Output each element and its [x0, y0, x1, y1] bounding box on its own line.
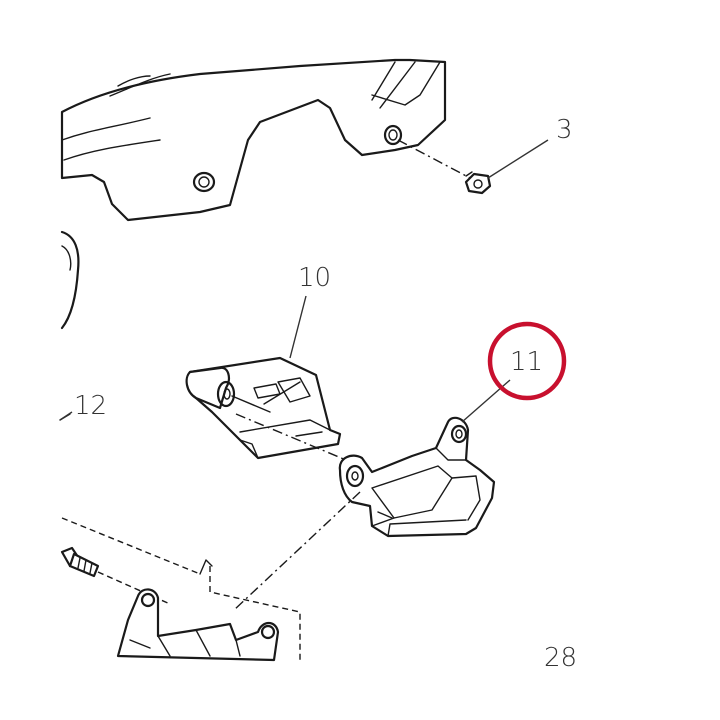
screw-3-part — [464, 171, 492, 195]
leader-line-3 — [487, 139, 549, 179]
block-part-10 — [185, 356, 347, 461]
callout-11: 11 — [510, 347, 543, 377]
highlight-circle — [487, 321, 567, 401]
callout-10: 10 — [298, 263, 331, 293]
callout-3: 3 — [556, 115, 573, 145]
lower-assembly-partial — [61, 517, 301, 662]
leader-line-10 — [289, 295, 307, 359]
upper-frame-part — [60, 58, 471, 222]
callout-12: 12 — [74, 391, 107, 421]
bracket-part-11 — [233, 416, 496, 611]
callout-28: 28 — [544, 643, 577, 673]
leader-line-12 — [59, 411, 73, 421]
